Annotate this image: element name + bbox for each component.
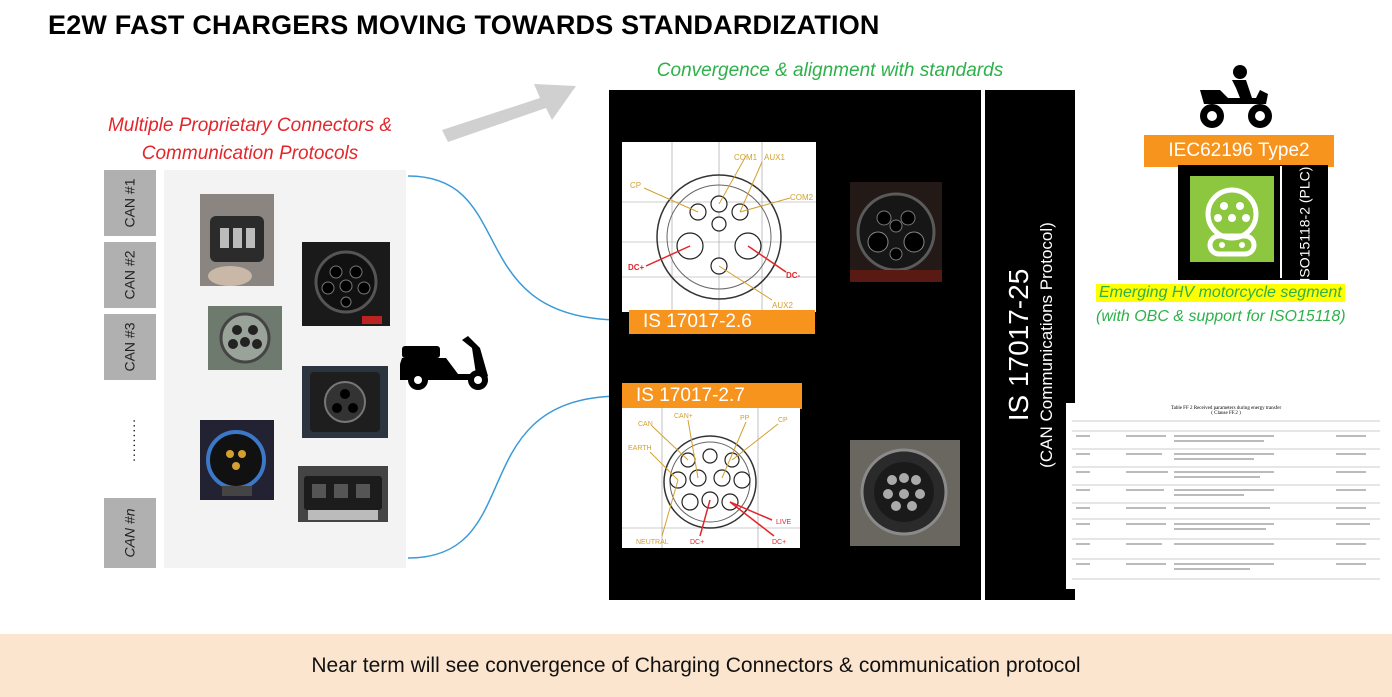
label-com2: COM2 [790,193,814,202]
connector-photo-2-7 [850,440,960,546]
can-label-ellipsis: ......... [121,417,138,463]
label-pp: PP [740,415,750,422]
proprietary-note-line2: Communication Protocols [141,143,359,164]
connector-photo-6 [298,466,388,522]
convergence-note: Convergence & alignment with standards [656,60,1004,81]
connector-photo-2 [302,242,390,326]
label-com1: COM1 [734,153,758,162]
can-label-1: CAN #1 [104,170,156,236]
arrow-to-2-7 [407,390,624,559]
convergence-arrows [407,175,624,559]
label-live: LIVE [776,519,792,526]
label-cp: CP [630,181,641,190]
connector-photo-3 [208,306,282,370]
connector-photo-5 [200,420,274,500]
label-aux1: AUX1 [764,153,785,162]
connector-photo-1 [200,194,274,286]
is-17017-25-title: IS 17017-25 [1003,268,1035,422]
table-doc-grid [1072,420,1380,580]
label-dc-minus: DC- [786,271,801,280]
can-label-2: CAN #2 [104,242,156,308]
proprietary-note-line1: Multiple Proprietary Connectors & [107,115,393,136]
label-earth: EARTH [628,445,652,452]
page-title: E2W FAST CHARGERS MOVING TOWARDS STANDAR… [48,10,880,40]
can-label-n: CAN #n [104,498,156,568]
is-17017-25-label: IS 17017-25 (CAN Communications Protocol… [985,90,1075,600]
label-is-17017-2-6: IS 17017-2.6 [629,310,815,334]
label-neutral: NEUTRAL [636,539,669,546]
hv-motorcycle-note: Emerging HV motorcycle segment [1096,284,1345,302]
connector-diagram-2-6: COM1 AUX1 CP COM2 DC+ DC- AUX2 [622,142,816,312]
can-label-3: CAN #3 [104,314,156,380]
communication-standard-panel [985,90,1075,600]
label-can: CAN [638,421,653,428]
type2-plug-icon [1190,176,1274,262]
proprietary-connectors-panel [164,170,406,568]
connector-photo-4 [302,366,388,438]
connector-diagram-2-7: CAN+ CAN PP CP EARTH LIVE NEUTRAL DC+ DC… [622,408,800,548]
is-17017-25-subtitle: (CAN Communications Protocol) [1037,222,1057,468]
label-aux2: AUX2 [772,301,793,310]
label-dc-plus-a: DC+ [690,539,704,546]
label-iec62196: IEC62196 Type2 [1144,135,1334,167]
label-dc-plus: DC+ [628,263,645,272]
iec-divider [1280,166,1282,278]
connector-photo-2-6 [850,182,942,282]
label-dc-plus-b: DC+ [772,539,786,546]
arrow-to-2-6 [407,175,624,326]
label-can-plus: CAN+ [674,413,693,420]
proprietary-note: Multiple Proprietary Connectors & Commun… [70,112,430,168]
table-doc-subtitle: ( Clause FF.2 ) [1211,411,1241,416]
progress-arrow-icon [442,84,576,142]
table-doc-title: Table FF 2 Received parameters during en… [1170,406,1282,411]
label-cp-2-7: CP [778,417,788,424]
obc-support-note: (with OBC & support for ISO15118) [1096,308,1346,325]
footer-banner: Near term will see convergence of Chargi… [0,634,1392,697]
scooter-icon [400,336,488,390]
label-iso15118: ISO15118-2 (PLC) [1296,166,1312,282]
parameter-table-document: Table FF 2 Received parameters during en… [1066,403,1386,589]
motorcycle-icon [1200,65,1272,128]
label-is-17017-2-7: IS 17017-2.7 [622,383,802,409]
